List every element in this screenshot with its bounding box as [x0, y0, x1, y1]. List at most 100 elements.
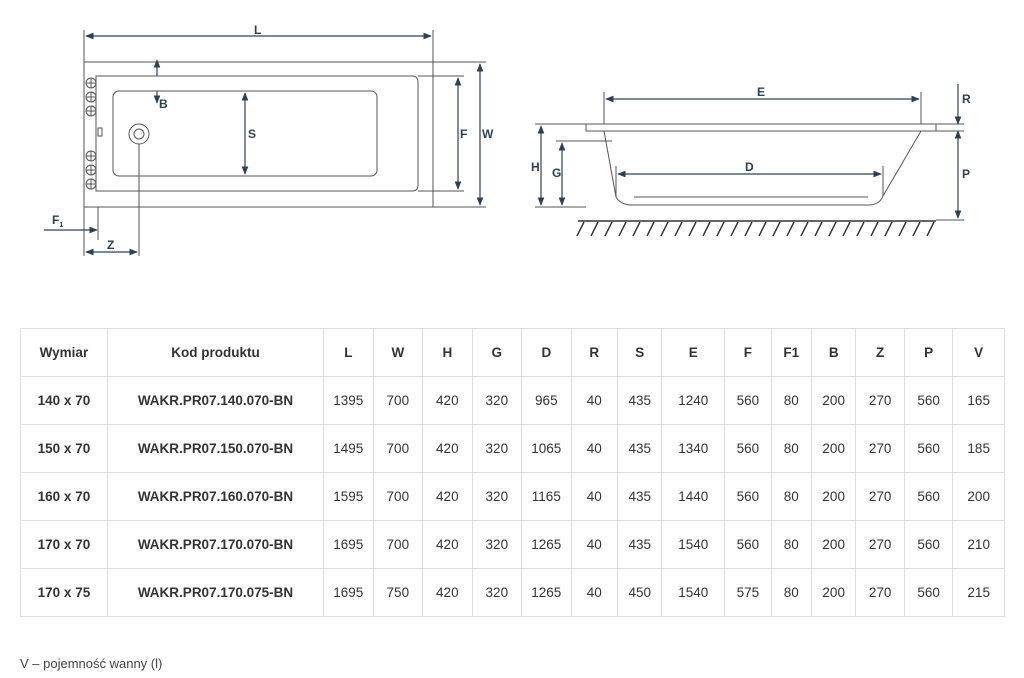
- table-cell: 200: [810, 520, 857, 569]
- table-cell: 560: [903, 568, 954, 617]
- table-cell: 560: [724, 472, 772, 521]
- table-cell: 320: [471, 424, 523, 473]
- table-cell: 560: [724, 376, 772, 425]
- table-cell: 200: [952, 472, 1005, 521]
- table-cell: 40: [570, 376, 619, 425]
- table-cell: 80: [770, 376, 812, 425]
- dim-label-H: H: [531, 160, 540, 174]
- dim-label-F1-subscript: 1: [59, 222, 63, 229]
- table-row: 170 x 70 WAKR.PR07.170.070-BN 1695 700 4…: [20, 520, 1005, 569]
- table-cell: 420: [422, 424, 473, 473]
- header-cell: H: [422, 328, 473, 377]
- table-row: 140 x 70 WAKR.PR07.140.070-BN 1395 700 4…: [20, 376, 1005, 425]
- capacity-note: V – pojemność wanny (l): [20, 656, 163, 671]
- dim-label-G: G: [552, 166, 561, 180]
- table-cell-code: WAKR.PR07.170.075-BN: [106, 568, 325, 617]
- table-row: 160 x 70 WAKR.PR07.160.070-BN 1595 700 4…: [20, 472, 1005, 521]
- table-cell: 40: [570, 520, 619, 569]
- header-cell: S: [617, 328, 663, 377]
- table-cell: 270: [855, 472, 905, 521]
- table-cell: 185: [952, 424, 1005, 473]
- table-cell: 560: [903, 376, 954, 425]
- table-cell: 965: [521, 376, 572, 425]
- table-cell-size: 170 x 70: [20, 520, 108, 569]
- table-row: 170 x 75 WAKR.PR07.170.075-BN 1695 750 4…: [20, 568, 1005, 617]
- dim-label-R: R: [962, 92, 971, 106]
- table-cell: 200: [810, 376, 857, 425]
- side-view-dimensions: [537, 84, 962, 219]
- table-cell: 200: [810, 424, 857, 473]
- header-cell: W: [372, 328, 424, 377]
- table-cell: 270: [855, 424, 905, 473]
- dim-label-B: B: [159, 97, 168, 111]
- table-cell: 270: [855, 568, 905, 617]
- header-cell: Kod produktu: [106, 328, 325, 377]
- table-cell-size: 160 x 70: [20, 472, 108, 521]
- table-cell: 420: [422, 472, 473, 521]
- table-cell: 1695: [323, 568, 374, 617]
- table-cell-size: 140 x 70: [20, 376, 108, 425]
- table-cell: 165: [952, 376, 1005, 425]
- table-cell-size: 170 x 75: [20, 568, 108, 617]
- dim-label-E: E: [757, 85, 765, 99]
- table-cell: 1240: [661, 376, 726, 425]
- header-cell: D: [521, 328, 572, 377]
- table-cell: 1395: [323, 376, 374, 425]
- header-cell: G: [471, 328, 523, 377]
- table-cell: 320: [471, 376, 523, 425]
- table-cell: 80: [770, 520, 812, 569]
- table-cell: 320: [471, 568, 523, 617]
- table-cell: 560: [903, 424, 954, 473]
- dim-label-W: W: [482, 127, 494, 141]
- side-view-drawing: [535, 92, 964, 221]
- table-cell: 420: [422, 520, 473, 569]
- table-cell: 1265: [521, 520, 572, 569]
- dim-label-P: P: [962, 167, 970, 181]
- table-cell: 435: [617, 472, 663, 521]
- table-cell: 1165: [521, 472, 572, 521]
- top-view-drawing: [83, 30, 486, 256]
- table-cell: 700: [372, 376, 424, 425]
- table-cell: 450: [617, 568, 663, 617]
- table-cell: 560: [903, 520, 954, 569]
- dimensions-table: Wymiar Kod produktu L W H G D R S E F F1…: [20, 328, 1005, 617]
- table-cell: 420: [422, 568, 473, 617]
- table-row: 150 x 70 WAKR.PR07.150.070-BN 1495 700 4…: [20, 424, 1005, 473]
- header-cell: Wymiar: [20, 328, 108, 377]
- dim-label-F: F: [460, 127, 467, 141]
- table-cell: 700: [372, 424, 424, 473]
- table-cell: 1265: [521, 568, 572, 617]
- header-cell: E: [661, 328, 726, 377]
- table-cell: 1495: [323, 424, 374, 473]
- header-cell: L: [323, 328, 374, 377]
- table-cell: 560: [903, 472, 954, 521]
- top-view-dimensions: [44, 32, 484, 256]
- table-cell: 80: [770, 424, 812, 473]
- table-cell: 1440: [661, 472, 726, 521]
- table-cell: 1065: [521, 424, 572, 473]
- table-cell-code: WAKR.PR07.150.070-BN: [106, 424, 325, 473]
- table-cell: 435: [617, 424, 663, 473]
- table-cell: 750: [372, 568, 424, 617]
- table-cell: 40: [570, 424, 619, 473]
- table-cell: 1540: [661, 520, 726, 569]
- header-cell: R: [570, 328, 619, 377]
- floor-hatching: [576, 220, 936, 237]
- table-cell: 320: [471, 520, 523, 569]
- table-cell: 320: [471, 472, 523, 521]
- dim-label-F1: F1: [52, 213, 63, 229]
- table-header-row: Wymiar Kod produktu L W H G D R S E F F1…: [20, 328, 1005, 377]
- table-cell: 435: [617, 520, 663, 569]
- table-cell: 700: [372, 520, 424, 569]
- table-cell: 435: [617, 376, 663, 425]
- table-cell: 1540: [661, 568, 726, 617]
- table-cell: 200: [810, 568, 857, 617]
- table-cell: 1340: [661, 424, 726, 473]
- table-cell: 560: [724, 424, 772, 473]
- table-cell: 1695: [323, 520, 374, 569]
- dim-label-Z: Z: [107, 238, 114, 252]
- table-cell: 700: [372, 472, 424, 521]
- table-cell-code: WAKR.PR07.160.070-BN: [106, 472, 325, 521]
- table-cell: 200: [810, 472, 857, 521]
- header-cell: V: [952, 328, 1005, 377]
